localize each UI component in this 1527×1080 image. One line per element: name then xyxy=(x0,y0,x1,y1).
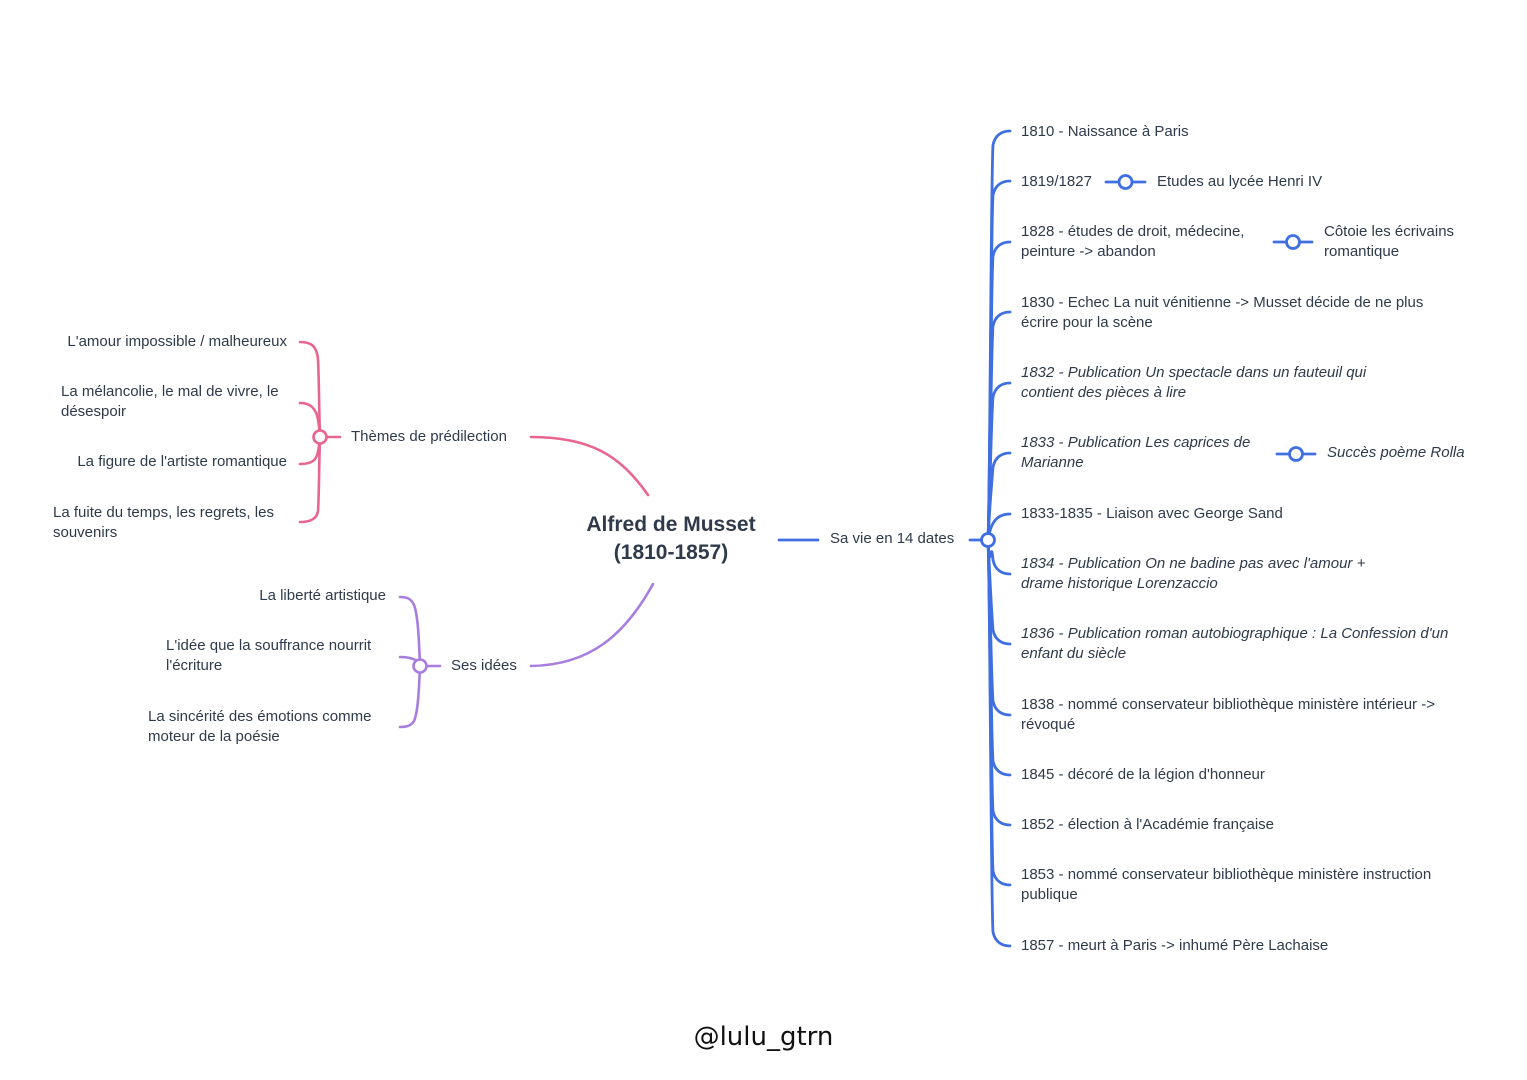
ideas-hub xyxy=(412,658,428,674)
life-node[interactable]: Sa vie en 14 dates xyxy=(830,530,955,547)
life-child-hub-2 xyxy=(1285,234,1301,250)
life-item-10[interactable]: 1838 - nommé conservateur bibliothèque m… xyxy=(1021,696,1435,733)
themes-item-3[interactable]: La figure de l'artiste romantique xyxy=(77,453,287,470)
themes-hub xyxy=(312,429,328,445)
themes-node[interactable]: Thèmes de prédilection xyxy=(351,428,507,445)
themes-item-2[interactable]: La mélancolie, le mal de vivre, le déses… xyxy=(61,383,279,420)
life-item-2-child[interactable]: Etudes au lycée Henri IV xyxy=(1157,173,1323,190)
life-child-hub-1 xyxy=(1117,174,1134,190)
life-item-1[interactable]: 1810 - Naissance à Paris xyxy=(1021,123,1189,140)
life-branch-14 xyxy=(986,538,1012,948)
themes-item-4[interactable]: La fuite du temps, les regrets, les souv… xyxy=(53,504,274,541)
ideas-branch-1 xyxy=(398,595,422,668)
life-item-7[interactable]: 1833-1835 - Liaison avec George Sand xyxy=(1021,505,1283,522)
life-item-3-child[interactable]: Côtoie les écrivains romantique xyxy=(1324,223,1455,260)
central-topic[interactable]: Alfred de Musset (1810-1857) xyxy=(571,511,771,567)
center-to-ideas-link xyxy=(529,582,655,668)
life-item-6[interactable]: 1833 - Publication Les caprices de Maria… xyxy=(1021,434,1251,471)
ideas-connectors xyxy=(398,582,655,729)
life-item-6-child[interactable]: Succès poème Rolla xyxy=(1327,444,1465,461)
ideas-node[interactable]: Ses idées xyxy=(451,657,517,674)
life-item-9[interactable]: 1836 - Publication roman autobiographiqu… xyxy=(1021,625,1449,662)
themes-item-1[interactable]: L'amour impossible / malheureux xyxy=(67,333,287,350)
life-item-8[interactable]: 1834 - Publication On ne badine pas avec… xyxy=(1021,555,1366,592)
life-item-13[interactable]: 1853 - nommé conservateur bibliothèque m… xyxy=(1021,866,1432,903)
ideas-item-1[interactable]: La liberté artistique xyxy=(259,587,386,604)
central-topic-name: Alfred de Musset xyxy=(586,513,756,536)
center-to-themes-link xyxy=(529,435,650,497)
central-topic-dates: (1810-1857) xyxy=(613,541,729,564)
life-connectors xyxy=(777,129,1317,948)
themes-branch-4 xyxy=(298,435,322,524)
themes-branch-2 xyxy=(298,401,322,439)
author-watermark: @lulu_gtrn xyxy=(693,1022,834,1052)
life-item-2[interactable]: 1819/1827 xyxy=(1021,173,1092,190)
ideas-branch-3 xyxy=(398,664,422,729)
ideas-item-3[interactable]: La sincérité des émotions comme moteur d… xyxy=(148,708,372,745)
life-branch-6 xyxy=(986,451,1012,542)
themes-connectors xyxy=(298,340,650,524)
ideas-item-2[interactable]: L'idée que la souffrance nourrit l'écrit… xyxy=(166,637,372,674)
life-item-14[interactable]: 1857 - meurt à Paris -> inhumé Père Lach… xyxy=(1021,937,1329,954)
life-item-3[interactable]: 1828 - études de droit, médecine, peintu… xyxy=(1021,223,1245,260)
life-item-11[interactable]: 1845 - décoré de la légion d'honneur xyxy=(1021,766,1265,783)
life-item-4[interactable]: 1830 - Echec La nuit vénitienne -> Musse… xyxy=(1021,294,1424,331)
life-hub xyxy=(980,532,996,548)
themes-branch-1 xyxy=(298,340,322,439)
life-item-5[interactable]: 1832 - Publication Un spectacle dans un … xyxy=(1021,364,1367,401)
life-item-12[interactable]: 1852 - élection à l'Académie française xyxy=(1021,816,1275,833)
life-child-hub-3 xyxy=(1288,446,1304,462)
